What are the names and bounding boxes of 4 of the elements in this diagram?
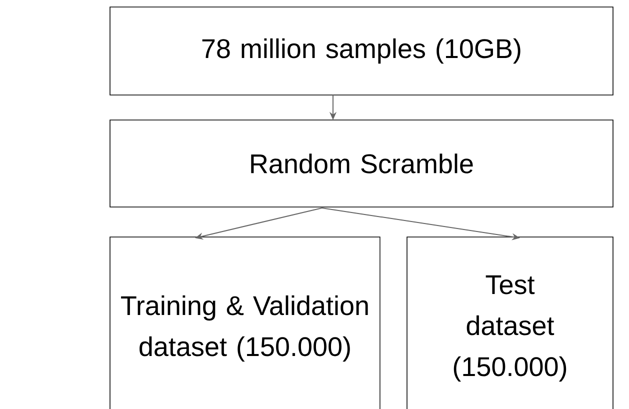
- process-box: 78 million samples (10GB): [110, 6, 614, 96]
- process-box: Random Scramble: [110, 120, 614, 208]
- process-box: Test dataset (150.000): [406, 236, 614, 409]
- process-box: Training & Validation dataset (150.000): [110, 236, 380, 409]
